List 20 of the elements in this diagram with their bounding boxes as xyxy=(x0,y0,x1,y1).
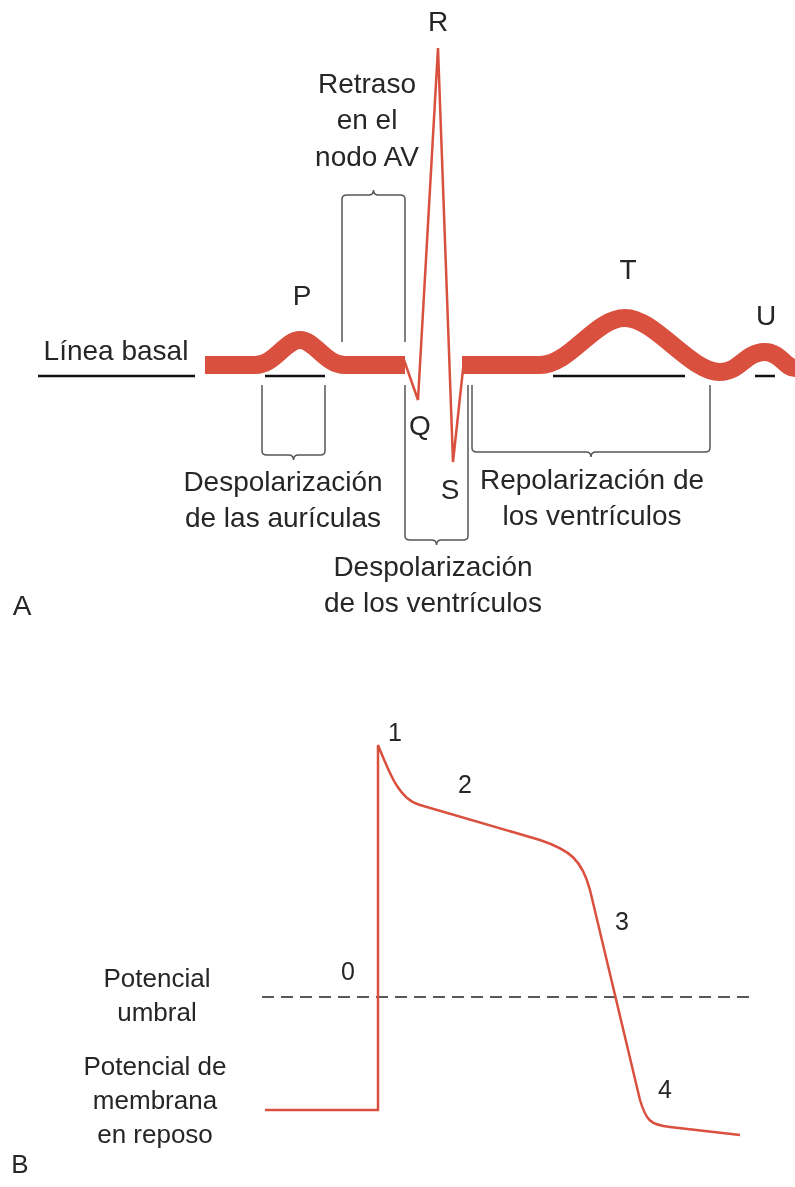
wave-label: S xyxy=(440,473,460,507)
annotation-text: Despolarización de las aurículas xyxy=(182,465,384,536)
phase-number: 4 xyxy=(658,1074,672,1105)
wave-label: R xyxy=(427,5,449,39)
phase-number: 0 xyxy=(341,956,355,987)
threshold-label: Potencial umbral xyxy=(102,962,212,1029)
panel-letter: A xyxy=(12,589,32,623)
wave-label: T xyxy=(619,253,637,287)
phase-number: 3 xyxy=(615,906,629,937)
wave-label: U xyxy=(755,299,777,333)
annotation-text: Repolarización de los ventrículos xyxy=(478,463,706,534)
resting-potential-label: Potencial de membrana en reposo xyxy=(82,1050,228,1151)
panel-letter: B xyxy=(11,1148,29,1181)
phase-number: 2 xyxy=(458,769,472,800)
annotation-text: Retraso en el nodo AV xyxy=(314,67,420,174)
wave-label: Q xyxy=(409,409,431,443)
baseline-label: Línea basal xyxy=(43,334,189,368)
phase-number: 1 xyxy=(388,717,402,748)
wave-label: P xyxy=(292,279,312,313)
annotation-text: Despolarización de los ventrículos xyxy=(323,550,543,621)
